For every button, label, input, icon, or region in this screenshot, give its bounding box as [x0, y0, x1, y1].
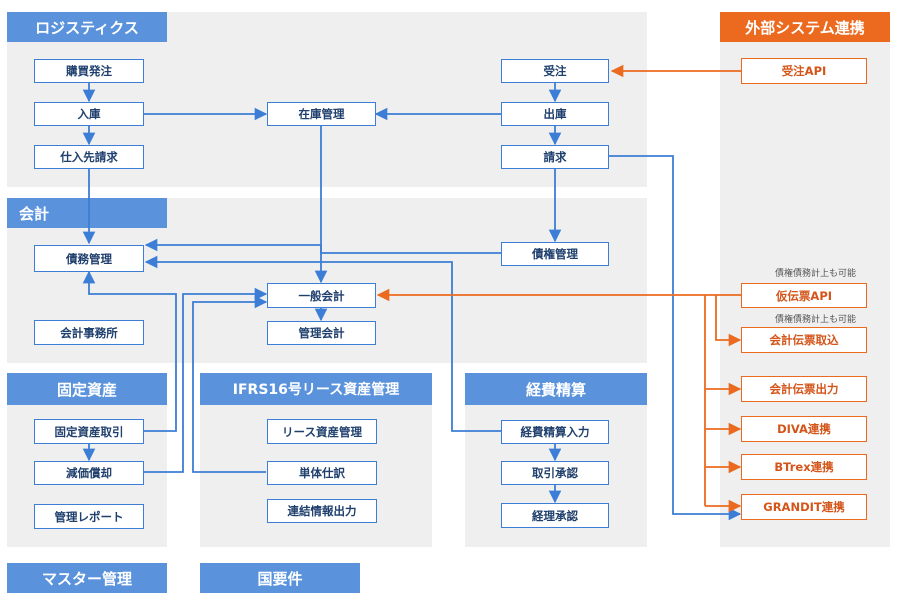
node-order-api: 受注API — [741, 58, 867, 84]
node-voucher-api: 仮伝票API — [741, 283, 867, 308]
edge-receivable-debt — [144, 238, 501, 254]
node-grandit: GRANDIT連携 — [741, 494, 867, 520]
node-receiving: 入庫 — [34, 102, 144, 126]
edge-fa-debt — [82, 270, 177, 432]
node-supplier-invoice: 仕入先請求 — [34, 145, 144, 169]
note-voucher-import: 債権債務計上も可能 — [775, 315, 857, 325]
edge-single-gl — [192, 295, 268, 473]
node-depreciation: 減価償却 — [34, 461, 144, 485]
master-header: マスター管理 — [7, 563, 167, 593]
node-mgmt-report: 管理レポート — [34, 504, 144, 529]
node-shipping: 出庫 — [501, 102, 609, 126]
logistics-header: ロジスティクス — [7, 12, 167, 42]
expense-header: 経費精算 — [465, 373, 647, 405]
node-management-acct: 管理会計 — [267, 321, 376, 345]
node-general-ledger: 一般会計 — [267, 283, 376, 308]
edge-import — [715, 295, 742, 347]
node-btrex: BTrex連携 — [741, 454, 867, 480]
node-expense-input: 経費精算入力 — [501, 420, 609, 444]
node-billing: 請求 — [501, 145, 609, 169]
node-receivable-mgmt: 債権管理 — [501, 242, 609, 266]
node-fa-acquisition: 固定資産取引 — [34, 419, 144, 444]
edge-billing-grandit — [609, 155, 742, 521]
note-voucher-api: 債権債務計上も可能 — [775, 269, 857, 279]
node-inventory: 在庫管理 — [267, 102, 376, 126]
edge-expense-debt — [144, 255, 501, 432]
node-diva: DIVA連携 — [741, 416, 867, 442]
node-voucher-export: 会計伝票出力 — [741, 376, 867, 402]
node-purchase-order: 購買発注 — [34, 59, 144, 83]
edge-depr-gl — [144, 287, 268, 473]
node-lease-asset: リース資産管理 — [267, 419, 377, 444]
accounting-header: 会計 — [7, 198, 167, 228]
node-trade-approval: 取引承認 — [501, 461, 609, 485]
node-consolidation-output: 連結情報出力 — [267, 499, 377, 523]
node-voucher-import: 会計伝票取込 — [741, 327, 867, 353]
node-order: 受注 — [501, 59, 609, 83]
node-accounting-approval: 経理承認 — [501, 503, 609, 528]
node-single-entry: 単体仕訳 — [267, 461, 377, 485]
ifrs16-header: IFRS16号リース資産管理 — [200, 373, 432, 405]
node-accounting-office: 会計事務所 — [34, 320, 144, 345]
node-debt-mgmt: 債務管理 — [34, 245, 144, 272]
external-header: 外部システム連携 — [720, 12, 890, 42]
fixed-assets-header: 固定資産 — [7, 373, 167, 405]
national-header: 国要件 — [200, 563, 360, 593]
